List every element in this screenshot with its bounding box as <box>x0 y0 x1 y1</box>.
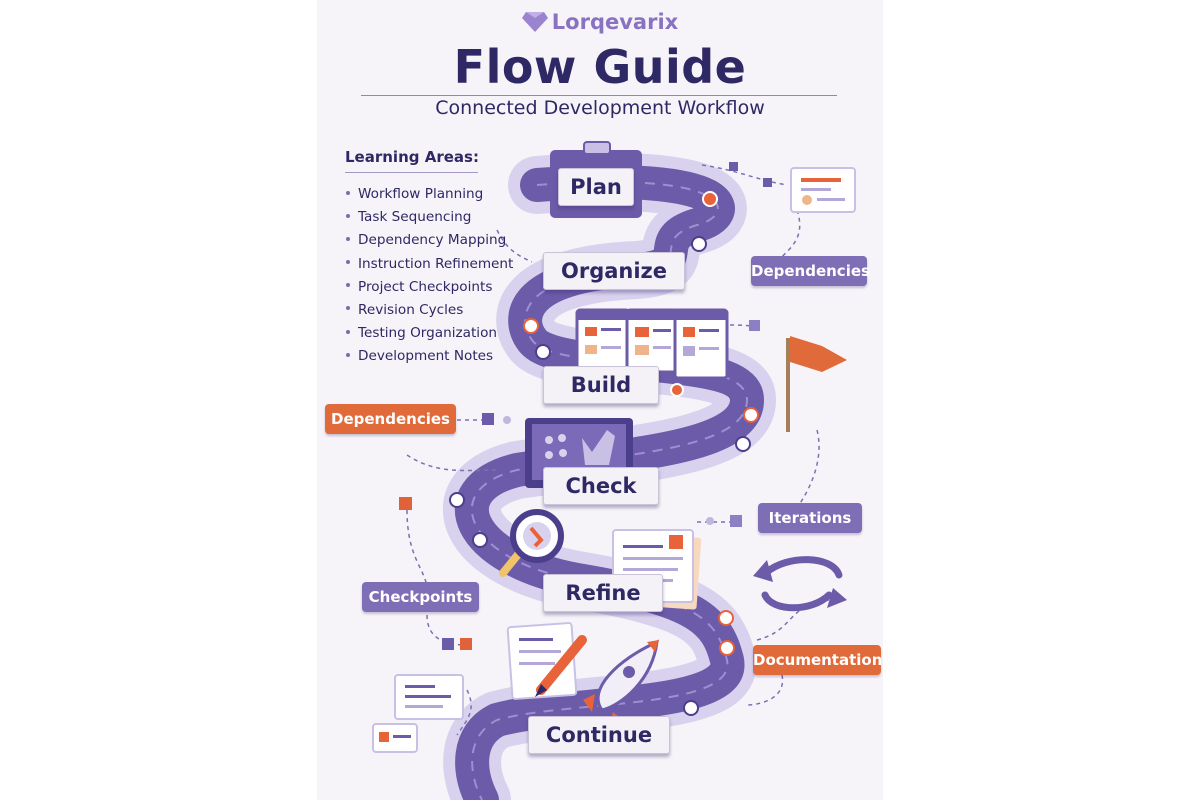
workflow-illustration <box>372 141 856 800</box>
connector-squares <box>399 162 772 650</box>
tag-dependencies-right: Dependencies <box>751 256 870 286</box>
road-lane <box>471 181 749 800</box>
gem-icon <box>521 12 548 32</box>
title-divider <box>361 95 837 96</box>
bullet-icon <box>346 329 350 334</box>
page-subtitle: Connected Development Workflow <box>435 97 765 119</box>
stage-continue: Continue <box>528 716 670 754</box>
magnifier-icon <box>499 509 564 577</box>
bullet-icon <box>346 283 350 288</box>
stage-plan: Plan <box>558 168 634 206</box>
brand: Lorqevarix <box>317 10 883 34</box>
milestone-dots <box>449 191 759 716</box>
list-item: Dependency Mapping <box>343 229 513 252</box>
bullet-icon <box>346 213 350 218</box>
stage-build: Build <box>543 366 659 404</box>
bullet-icon <box>346 190 350 195</box>
tag-iterations: Iterations <box>758 503 862 533</box>
list-item: Project Checkpoints <box>343 276 513 299</box>
list-item: Instruction Refinement <box>343 253 513 276</box>
stage-refine: Refine <box>543 574 663 612</box>
list-item: Testing Organization <box>343 322 513 345</box>
list-item: Workflow Planning <box>343 183 513 206</box>
page-title: Flow Guide <box>453 40 747 94</box>
stage-organize: Organize <box>543 252 685 290</box>
bullet-icon <box>346 306 350 311</box>
bullet-icon <box>346 352 350 357</box>
tag-dependencies-left: Dependencies <box>325 404 456 434</box>
card-top-right <box>790 167 856 213</box>
browser-windows-icon <box>575 308 729 380</box>
flag-icon <box>786 336 847 432</box>
card-bottom-left-2 <box>372 723 418 753</box>
tag-documentation: Documentation <box>753 645 882 675</box>
list-item: Task Sequencing <box>343 206 513 229</box>
cycle-arrows-icon <box>753 556 847 612</box>
brand-name: Lorqevarix <box>551 10 679 34</box>
notepad-pencil-icon <box>506 622 587 700</box>
learning-areas-heading: Learning Areas: <box>345 148 479 166</box>
learning-areas-list: Workflow Planning Task Sequencing Depend… <box>343 183 513 369</box>
stage-check: Check <box>543 467 659 505</box>
list-item: Revision Cycles <box>343 299 513 322</box>
tag-checkpoints: Checkpoints <box>362 582 479 612</box>
learning-areas-divider <box>345 172 478 173</box>
list-item: Development Notes <box>343 345 513 368</box>
bullet-icon <box>346 260 350 265</box>
bullet-icon <box>346 236 350 241</box>
poster: Lorqevarix Flow Guide Connected Developm… <box>317 0 883 800</box>
card-bottom-left <box>394 674 464 720</box>
